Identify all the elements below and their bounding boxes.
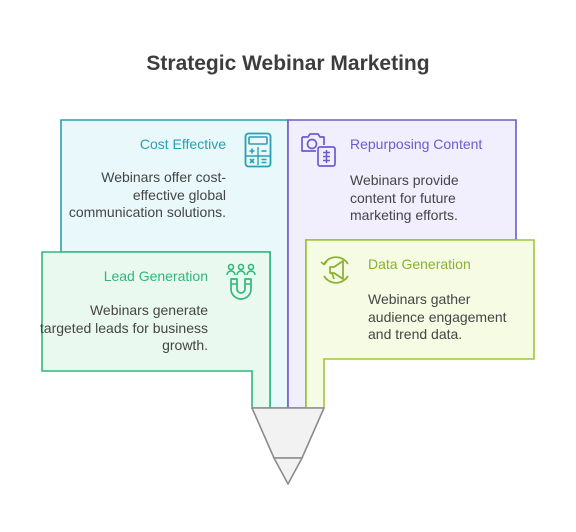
funnel-top <box>251 407 325 459</box>
lead-generation-description: Webinars generate targeted leads for bus… <box>39 302 208 353</box>
cost-effective-title: Cost Effective <box>139 136 226 152</box>
megaphone-icon <box>320 256 349 284</box>
diagram-title: Strategic Webinar Marketing <box>146 52 430 75</box>
cost-effective-description: Webinars offer cost-effective global com… <box>68 169 226 220</box>
lead-generation-title: Lead Generation <box>103 268 208 284</box>
camera-document-icon <box>301 133 336 167</box>
funnel-bottom <box>273 457 303 485</box>
repurposing-content-description: Webinars provide content for future mark… <box>350 172 459 223</box>
data-generation-title: Data Generation <box>368 256 471 272</box>
data-generation-description: Webinars gather audience engagement and … <box>368 291 507 342</box>
magnet-people-icon <box>226 263 256 300</box>
calculator-icon <box>244 132 272 168</box>
repurposing-content-title: Repurposing Content <box>350 136 483 152</box>
